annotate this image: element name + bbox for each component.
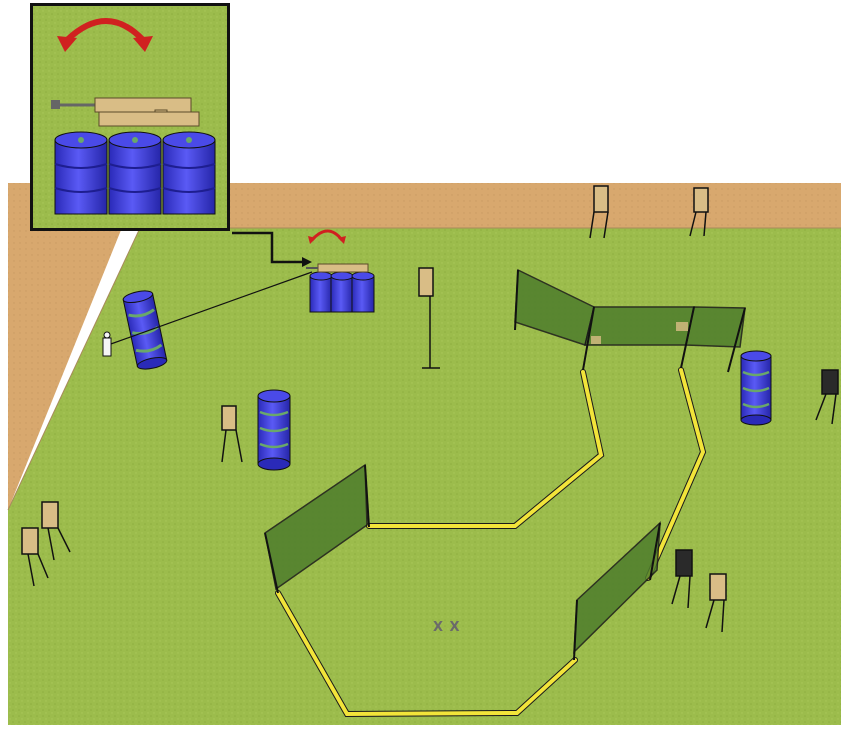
inset-drawing [33,6,227,228]
start-position-marks: X X [433,620,461,635]
barrel-stack-right [741,351,771,425]
no-shoot-target-icon [103,332,111,356]
barrel-stack-mid [258,390,290,470]
ground [8,183,841,725]
detail-inset [30,3,230,231]
barrel-icon [55,132,215,214]
